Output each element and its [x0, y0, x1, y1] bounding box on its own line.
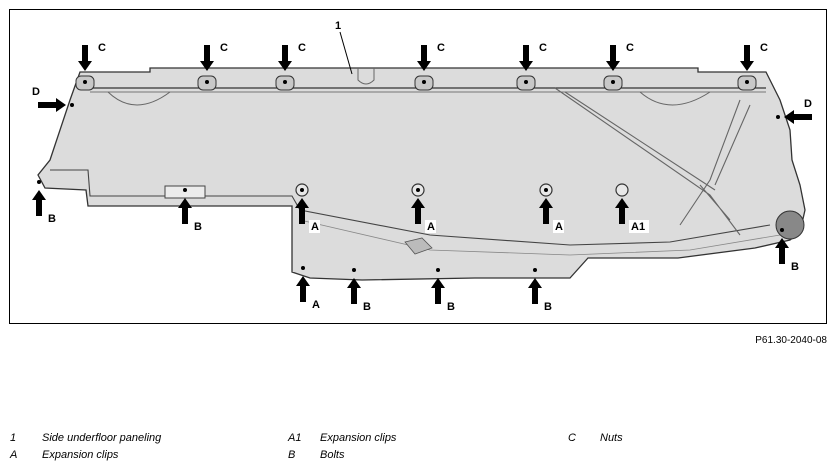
- callout-label-a1: A1: [631, 221, 645, 233]
- clip-hole: [615, 183, 629, 197]
- legend-text: Expansion clips: [42, 449, 119, 461]
- callout-label-c: C: [760, 42, 768, 54]
- part-1-leader-line: [339, 31, 353, 75]
- callout-arrow: [411, 198, 425, 224]
- fastener-point: [70, 103, 74, 107]
- callout-label-b: B: [544, 301, 552, 313]
- fastener-point: [780, 228, 784, 232]
- fastener-point: [183, 188, 187, 192]
- callout-label-a: A: [427, 221, 435, 233]
- legend-text: Nuts: [600, 432, 623, 444]
- callout-arrow: [417, 45, 431, 71]
- fastener-point: [83, 80, 87, 84]
- fastener-point: [205, 80, 209, 84]
- callout-arrow: [606, 45, 620, 71]
- fastener-point: [745, 80, 749, 84]
- callout-arrow: [740, 45, 754, 71]
- callout-label-d: D: [32, 86, 40, 98]
- callout-arrow: [278, 45, 292, 71]
- callout-label-bg: [425, 220, 436, 233]
- part-1-label: 1: [335, 20, 341, 32]
- diagram-frame: C C C C C C C D D B B B B B B A A A A A1 1: [9, 9, 827, 324]
- fastener-point: [301, 266, 305, 270]
- callout-label-bg: [309, 220, 320, 233]
- callout-label-c: C: [539, 42, 547, 54]
- fastener-point: [283, 80, 287, 84]
- panel-rib-pattern: [554, 87, 751, 236]
- underfloor-panel-diagram: C C C C C C C D D B B B B B B A A A A A1 1: [32, 20, 812, 313]
- callout-arrow: [431, 278, 445, 304]
- label-layer: C C C C C C C D D B B B B B B A A A A A1: [32, 42, 812, 313]
- fastener-point: [352, 268, 356, 272]
- callout-arrow: [38, 98, 66, 112]
- callout-label-c: C: [437, 42, 445, 54]
- legend-text: Side underfloor paneling: [42, 432, 162, 444]
- callout-label-b: B: [363, 301, 371, 313]
- callout-label-b: B: [48, 213, 56, 225]
- callout-label-c: C: [98, 42, 106, 54]
- callout-arrow: [32, 190, 46, 216]
- legend-key: A: [10, 449, 18, 461]
- callout-label-c: C: [220, 42, 228, 54]
- callout-arrow: [775, 238, 789, 264]
- callout-label-a: A: [311, 221, 319, 233]
- callout-label-a: A: [312, 299, 320, 311]
- callout-arrow: [528, 278, 542, 304]
- legend-text: Bolts: [320, 449, 345, 461]
- fastener-point: [776, 115, 780, 119]
- callout-arrow: [615, 198, 629, 224]
- callout-label-a: A: [555, 221, 563, 233]
- fastener-point: [611, 80, 615, 84]
- callout-label-c: C: [298, 42, 306, 54]
- figure-reference-code: P61.30-2040-08: [755, 335, 827, 346]
- fastener-point: [544, 188, 548, 192]
- fastener-point: [422, 80, 426, 84]
- callout-label-bg: [553, 220, 564, 233]
- callout-label-c: C: [626, 42, 634, 54]
- callout-arrow: [295, 198, 309, 224]
- fastener-point: [300, 188, 304, 192]
- legend-key: 1: [10, 432, 17, 444]
- arrow-layer: [32, 45, 812, 304]
- legend-key: C: [568, 432, 576, 444]
- callout-arrow: [784, 110, 812, 124]
- fastener-point: [533, 268, 537, 272]
- underfloor-panel: [37, 67, 806, 281]
- callout-arrow: [519, 45, 533, 71]
- callout-label-bg: [629, 220, 649, 233]
- fastener-point: [416, 188, 420, 192]
- legend: 1 Side underfloor paneling A Expansion c…: [10, 432, 830, 468]
- callout-arrow: [200, 45, 214, 71]
- legend-text: Expansion clips: [320, 432, 397, 444]
- callout-arrow: [296, 276, 310, 302]
- callout-label-bg: [310, 298, 321, 311]
- fastener-point: [524, 80, 528, 84]
- callout-arrow: [539, 198, 553, 224]
- fastener-point: [37, 180, 41, 184]
- callout-arrow: [78, 45, 92, 71]
- fastener-point: [436, 268, 440, 272]
- callout-label-b: B: [194, 221, 202, 233]
- callout-arrow: [178, 198, 192, 224]
- legend-key: A1: [288, 432, 302, 444]
- callout-label-b: B: [447, 301, 455, 313]
- callout-arrow: [347, 278, 361, 304]
- callout-label-b: B: [791, 261, 799, 273]
- fastener-layer: [37, 75, 784, 272]
- legend-key: B: [288, 449, 296, 461]
- callout-label-d: D: [804, 98, 812, 110]
